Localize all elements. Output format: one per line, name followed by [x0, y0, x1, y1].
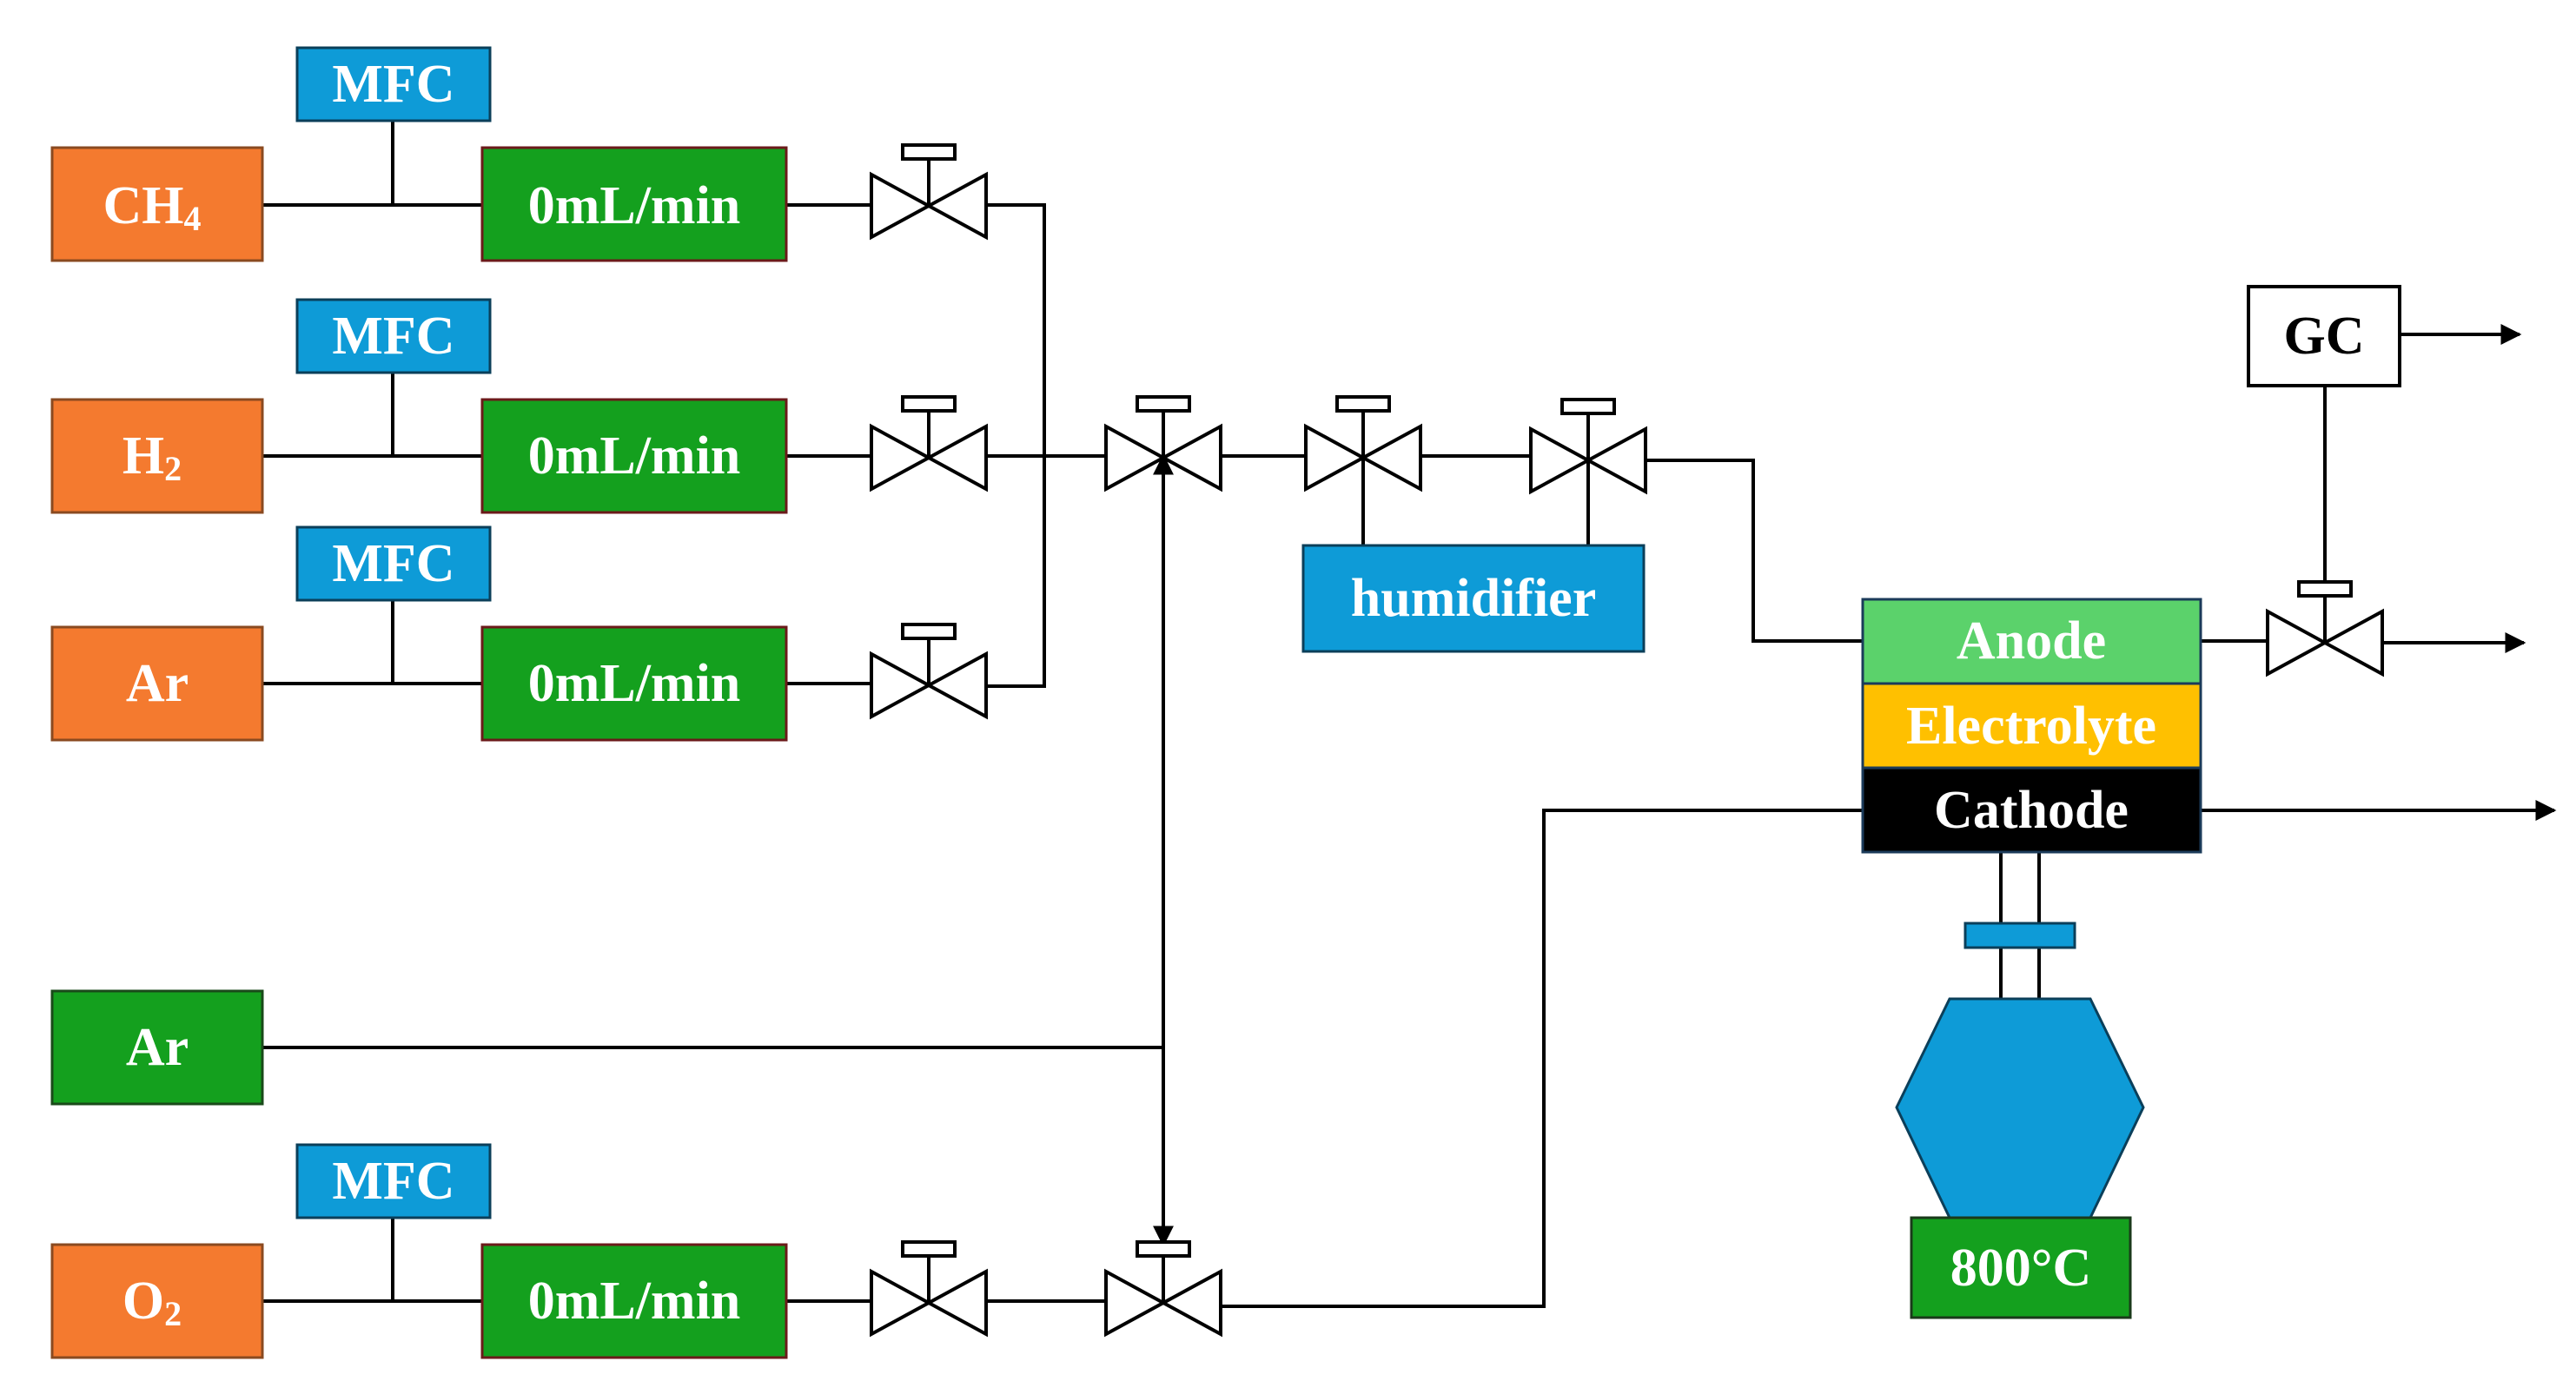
svg-text:0mL/min: 0mL/min — [528, 426, 741, 486]
svg-text:MFC: MFC — [332, 307, 454, 366]
svg-text:humidifier: humidifier — [1351, 569, 1596, 628]
source-ar-purge-label: Ar — [126, 1018, 189, 1077]
humidifier: humidifier — [1301, 544, 1646, 653]
source-ch4-box — [50, 146, 264, 262]
source-h2-box — [50, 398, 264, 514]
svg-text:0mL/min: 0mL/min — [528, 1272, 741, 1331]
furnace: 800°C — [1895, 922, 2145, 1319]
valve-gc-icon[interactable] — [2266, 580, 2384, 676]
svg-text:MFC: MFC — [332, 534, 454, 593]
svg-text:MFC: MFC — [332, 55, 454, 114]
valve-ch4-icon[interactable] — [870, 143, 988, 239]
electrolyte-layer — [1861, 682, 2202, 770]
svg-text:0mL/min: 0mL/min — [528, 176, 741, 235]
mfc-o2: MFC — [295, 1143, 492, 1219]
valve-o2-icon[interactable] — [870, 1240, 988, 1336]
flow-rate-o2: 0mL/min — [480, 1243, 788, 1359]
valve-h2-icon[interactable] — [870, 395, 988, 491]
source-h2-label: H2 — [123, 426, 182, 488]
cathode-label: Cathode — [1934, 781, 2129, 840]
source-ar-label: Ar — [126, 654, 189, 713]
flow-rate-ch4: 0mL/min — [480, 146, 788, 262]
source-h2: H2 — [50, 398, 264, 514]
valve-ar-icon[interactable] — [870, 623, 988, 718]
mfc-ar: MFC — [295, 525, 492, 602]
furnace-temp-box — [1910, 1216, 2132, 1319]
electrolyte-label: Electrolyte — [1906, 697, 2156, 756]
source-ar: Ar — [50, 625, 264, 742]
source-o2-label: O2 — [123, 1272, 182, 1333]
source-o2-box — [50, 1243, 264, 1359]
source-ch4-label: CH4 — [103, 176, 202, 238]
source-ar-box — [50, 625, 264, 742]
furnace-temp-label: 800°C — [1950, 1239, 2092, 1298]
svg-text:MFC: MFC — [332, 1152, 454, 1211]
source-ch4: CH4 — [50, 146, 264, 262]
valve-switch-cathode-icon[interactable] — [1104, 1240, 1222, 1336]
furnace-body — [1895, 997, 2145, 1219]
flow-rate-h2: 0mL/min — [480, 398, 788, 514]
source-ar-purge: Ar — [50, 989, 264, 1106]
cathode-layer — [1861, 766, 2202, 854]
svg-text:0mL/min: 0mL/min — [528, 654, 741, 713]
mfc-h2: MFC — [295, 298, 492, 374]
svg-text:GC: GC — [2284, 307, 2365, 366]
source-o2: O2 — [50, 1243, 264, 1359]
gc-analyzer: GC — [2247, 285, 2401, 387]
furnace-flange — [1963, 922, 2076, 949]
mfc-ch4: MFC — [295, 46, 492, 122]
anode-label: Anode — [1957, 611, 2106, 671]
anode-layer — [1861, 598, 2202, 685]
flow-rate-ar: 0mL/min — [480, 625, 788, 742]
pipe-lines — [262, 122, 2557, 1308]
fuel-cell-stack: Anode Electrolyte Cathode — [1861, 598, 2202, 854]
source-ar-purge-box — [50, 989, 264, 1106]
